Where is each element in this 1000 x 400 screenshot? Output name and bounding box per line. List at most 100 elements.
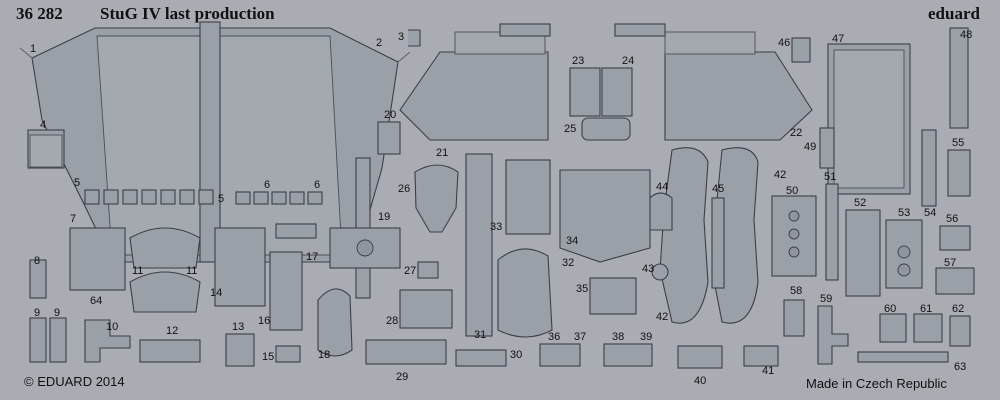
part-label: 8	[34, 255, 41, 267]
part-36-37	[539, 343, 581, 367]
part-63	[857, 351, 949, 363]
part-28	[399, 289, 453, 329]
part-label: 30	[510, 349, 523, 361]
part-label: 62	[952, 303, 965, 315]
part-label: 23	[572, 55, 585, 67]
part-26	[414, 164, 459, 233]
part-label: 24	[622, 55, 635, 67]
part-15	[275, 345, 301, 363]
part-13	[225, 333, 255, 367]
part-57	[935, 267, 975, 295]
part-label: 20	[384, 109, 397, 121]
part-label: 32	[562, 257, 575, 269]
part-label: 10	[106, 321, 119, 333]
part-label: 54	[924, 207, 937, 219]
part-label: 5	[74, 177, 81, 189]
origin-text: Made in Czech Republic	[806, 376, 947, 391]
part-25	[581, 117, 631, 141]
part-49	[819, 127, 835, 169]
part-label: 2	[376, 37, 383, 49]
part-21-fender	[399, 23, 551, 141]
part-label: 41	[762, 365, 775, 377]
part-label: 9	[54, 307, 61, 319]
part-label: 5	[218, 193, 225, 205]
brand-logo-text: eduard	[928, 4, 980, 23]
part-label: 11	[132, 265, 144, 277]
product-title: StuG IV last production	[100, 4, 275, 23]
part-41	[743, 345, 779, 367]
part-label: 28	[386, 315, 399, 327]
part-9a	[29, 317, 47, 363]
part-label: 9	[34, 307, 41, 319]
part-62	[949, 315, 971, 347]
part-label: 22	[790, 127, 803, 139]
part-label: 12	[166, 325, 179, 337]
part-label: 13	[232, 321, 245, 333]
part-45	[711, 197, 725, 289]
part-29	[365, 339, 447, 365]
part-19	[329, 157, 401, 299]
part-5-row	[84, 189, 214, 205]
part-label: 48	[960, 29, 973, 41]
part-label: 60	[884, 303, 897, 315]
part-label: 17	[306, 251, 319, 263]
part-label: 42	[656, 311, 669, 323]
part-31	[465, 153, 493, 337]
part-32	[497, 248, 553, 338]
part-label: 57	[944, 257, 957, 269]
part-56	[939, 225, 971, 251]
part-label: 19	[378, 211, 391, 223]
part-label: 45	[712, 183, 725, 195]
part-7-grid	[69, 227, 126, 291]
part-label: 36	[548, 331, 561, 343]
part-label: 44	[656, 181, 669, 193]
part-label: 34	[566, 235, 579, 247]
part-label: 21	[436, 147, 449, 159]
part-label: 52	[854, 197, 867, 209]
part-label: 18	[318, 349, 331, 361]
part-label: 42	[774, 169, 787, 181]
part-44	[649, 192, 673, 231]
part-30	[455, 349, 507, 367]
part-label: 1	[30, 43, 37, 55]
part-label: 6	[264, 179, 271, 191]
catalog-number: 36 282	[16, 4, 63, 23]
part-label: 25	[564, 123, 577, 135]
part-label: 11	[186, 265, 198, 277]
part-48	[949, 27, 969, 129]
part-label: 46	[778, 37, 791, 49]
part-label: 53	[898, 207, 911, 219]
part-27	[417, 261, 439, 279]
part-43	[651, 263, 669, 281]
part-12	[139, 339, 201, 363]
part-label: 50	[786, 185, 799, 197]
part-46	[791, 37, 811, 63]
part-label: 15	[262, 351, 275, 363]
part-40	[677, 345, 723, 369]
part-55	[947, 149, 971, 197]
part-14	[214, 227, 266, 307]
part-18	[317, 288, 353, 357]
part-61	[913, 313, 943, 343]
part-label: 40	[694, 375, 707, 387]
part-58	[783, 299, 805, 337]
part-11b	[129, 271, 201, 313]
part-51	[825, 183, 839, 281]
part-label: 47	[832, 33, 845, 45]
part-label: 7	[70, 213, 77, 225]
part-11a	[129, 227, 201, 269]
part-35	[589, 277, 637, 315]
part-label: 56	[946, 213, 959, 225]
part-label: 55	[952, 137, 965, 149]
part-label: 14	[210, 287, 223, 299]
part-label: 63	[954, 361, 967, 373]
part-label: 31	[474, 329, 487, 341]
part-label: 37	[574, 331, 587, 343]
part-label: 16	[258, 315, 271, 327]
part-label: 43	[642, 263, 655, 275]
part-label: 35	[576, 283, 589, 295]
part-38-39	[603, 343, 653, 367]
part-label: 26	[398, 183, 411, 195]
